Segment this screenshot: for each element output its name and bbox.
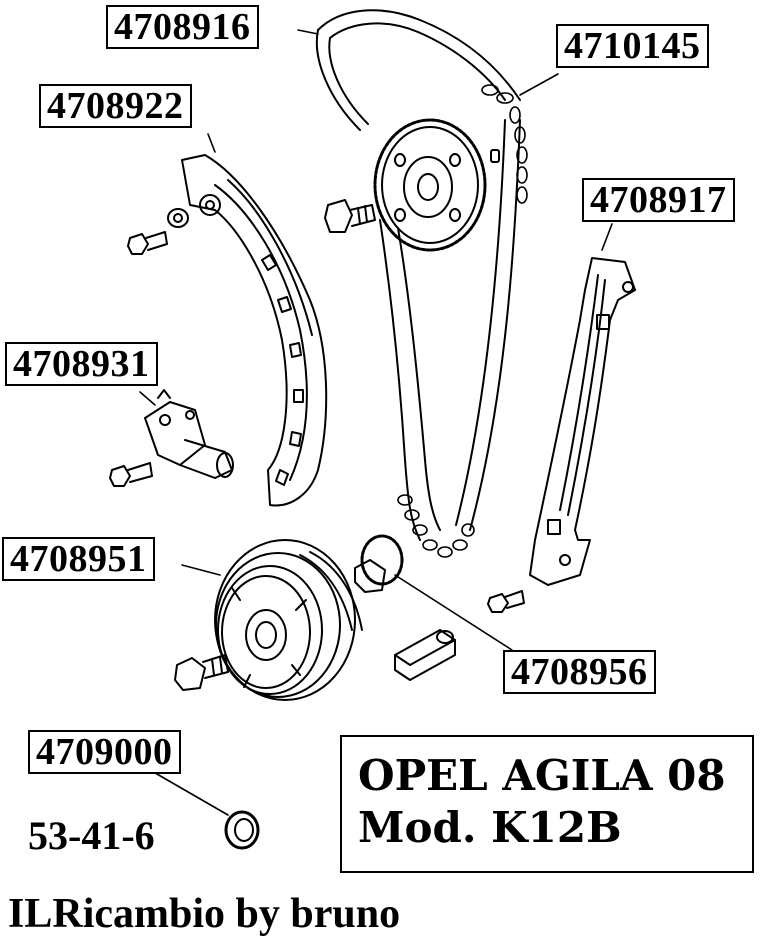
chain-tensioner-drawing	[144, 389, 234, 479]
part-label-oil-seal: 4709000	[28, 730, 181, 774]
crankshaft-sprocket-drawing	[354, 534, 404, 593]
crankshaft-pulley-drawing	[214, 539, 363, 701]
part-label-crankshaft-pulley: 4708951	[2, 537, 155, 581]
oil-seal-drawing	[224, 810, 260, 850]
part-label-timing-chain: 4708916	[106, 5, 259, 49]
part-label-chain-tensioner: 4708931	[5, 342, 158, 386]
camshaft-bolt-drawing	[324, 199, 376, 233]
guide-rail-drawing	[529, 257, 636, 586]
timing-chain-drawing	[315, 9, 528, 558]
pivot-bolt-drawing	[127, 208, 189, 255]
model-line-1: OPEL AGILA 08	[358, 751, 726, 800]
camshaft-sprocket-drawing	[373, 118, 500, 252]
footer-credit: ILRicambio by bruno	[8, 891, 401, 937]
part-label-camshaft-sprocket: 4710145	[556, 24, 709, 68]
part-label-tensioner-rail: 4708922	[39, 84, 192, 128]
reference-code: 53-41-6	[28, 813, 155, 858]
part-label-crankshaft-sprocket: 4708956	[503, 650, 656, 694]
model-line-2: Mod. K12B	[358, 803, 622, 852]
model-info-box: OPEL AGILA 08 Mod. K12B	[340, 735, 754, 873]
tensioner-bolt-drawing	[109, 462, 153, 487]
leader-lines	[139, 29, 613, 816]
part-label-guide-rail: 4708917	[582, 178, 735, 222]
woodruff-key-drawing	[394, 629, 456, 681]
tensioner-rail-drawing	[181, 154, 328, 507]
pulley-bolt-drawing	[174, 654, 229, 691]
guide-rail-bolt-drawing	[487, 590, 525, 613]
